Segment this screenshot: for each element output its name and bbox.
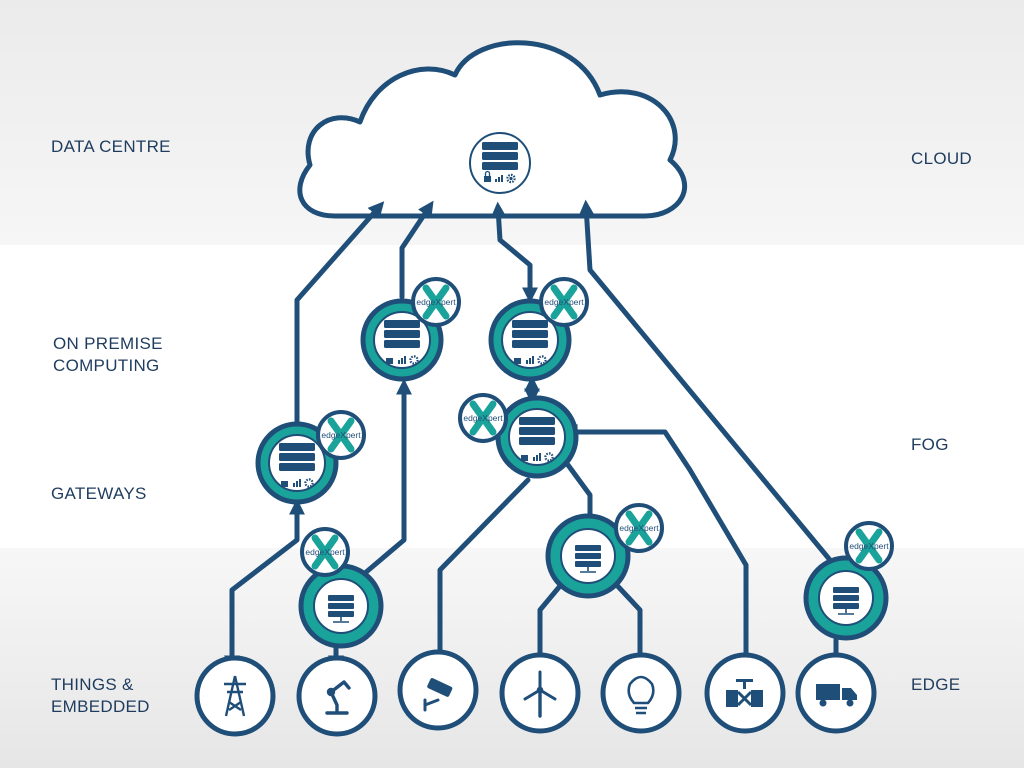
badge-fog: edgeXpert — [458, 393, 508, 443]
server-stack-icon — [482, 142, 518, 170]
robot-arm-icon — [325, 680, 351, 715]
wind-turbine-icon — [523, 670, 557, 718]
link-edgenode2-turbine — [531, 577, 568, 672]
thing-light-bulb — [600, 652, 682, 734]
link-valve-fog — [561, 423, 755, 672]
label-gateways: GATEWAYS — [51, 484, 147, 503]
badges: edgeXpert edgeXpert edgeXpert edgeXpert … — [300, 277, 894, 577]
badge-label: edgeXpert — [463, 413, 503, 423]
badge-label: edgeXpert — [321, 430, 361, 440]
badge-label: edgeXpert — [849, 541, 889, 551]
badge-on-premise-2: edgeXpert — [539, 277, 589, 327]
bar-chart-icon — [495, 175, 503, 182]
link-truck-edge-cloud — [578, 199, 833, 563]
thing-wind-turbine — [499, 652, 581, 734]
badge-label: edgeXpert — [416, 297, 456, 307]
thing-security-camera — [397, 649, 479, 731]
link-gateway-cloud — [294, 201, 385, 425]
badge-edge-2: edgeXpert — [614, 503, 664, 553]
power-pylon-icon — [224, 675, 246, 717]
connections — [223, 199, 845, 672]
lock-icon — [484, 170, 491, 182]
gateway-node — [255, 421, 339, 505]
label-things-embedded: THINGS & EMBEDDED — [51, 675, 150, 716]
badge-label: edgeXpert — [305, 547, 345, 557]
delivery-truck-icon — [816, 684, 857, 707]
label-on-premise-computing: ON PREMISE COMPUTING — [53, 334, 163, 375]
label-cloud: CLOUD — [911, 149, 973, 168]
light-bulb-icon — [627, 675, 655, 715]
edge-node-3 — [803, 555, 889, 641]
edge-node-2 — [545, 513, 631, 599]
label-edge: EDGE — [911, 675, 961, 694]
thing-power-pylon — [194, 655, 276, 737]
link-pylon-gateway — [223, 498, 306, 672]
link-onpremise1-cloud — [399, 200, 434, 300]
link-onpremise2-cloud — [490, 201, 539, 304]
thing-robot-arm — [296, 655, 378, 737]
badge-edge-3: edgeXpert — [844, 521, 894, 571]
badge-edge-1: edgeXpert — [300, 527, 350, 577]
edge-node-1 — [298, 563, 384, 649]
data-centre-server — [469, 132, 531, 194]
badge-gateway: edgeXpert — [316, 410, 366, 460]
cloud-shape — [297, 40, 688, 219]
thing-valve-pipe — [704, 652, 786, 734]
badge-on-premise-1: edgeXpert — [411, 277, 461, 327]
security-camera-icon — [423, 678, 453, 712]
link-camera-fog — [431, 477, 531, 672]
valve-pipe-icon — [726, 679, 763, 707]
label-data-centre: DATA CENTRE — [51, 137, 171, 156]
badge-label: edgeXpert — [619, 523, 659, 533]
link-edgenode2-bulb — [609, 577, 649, 672]
thing-delivery-truck — [795, 652, 877, 734]
things — [194, 649, 877, 737]
fog-node — [495, 395, 579, 479]
link-edgenode2-fog — [565, 462, 593, 518]
label-fog: FOG — [911, 435, 949, 454]
gear-icon — [506, 173, 516, 184]
link-robot-onpremise1 — [362, 378, 413, 576]
badge-label: edgeXpert — [544, 297, 584, 307]
